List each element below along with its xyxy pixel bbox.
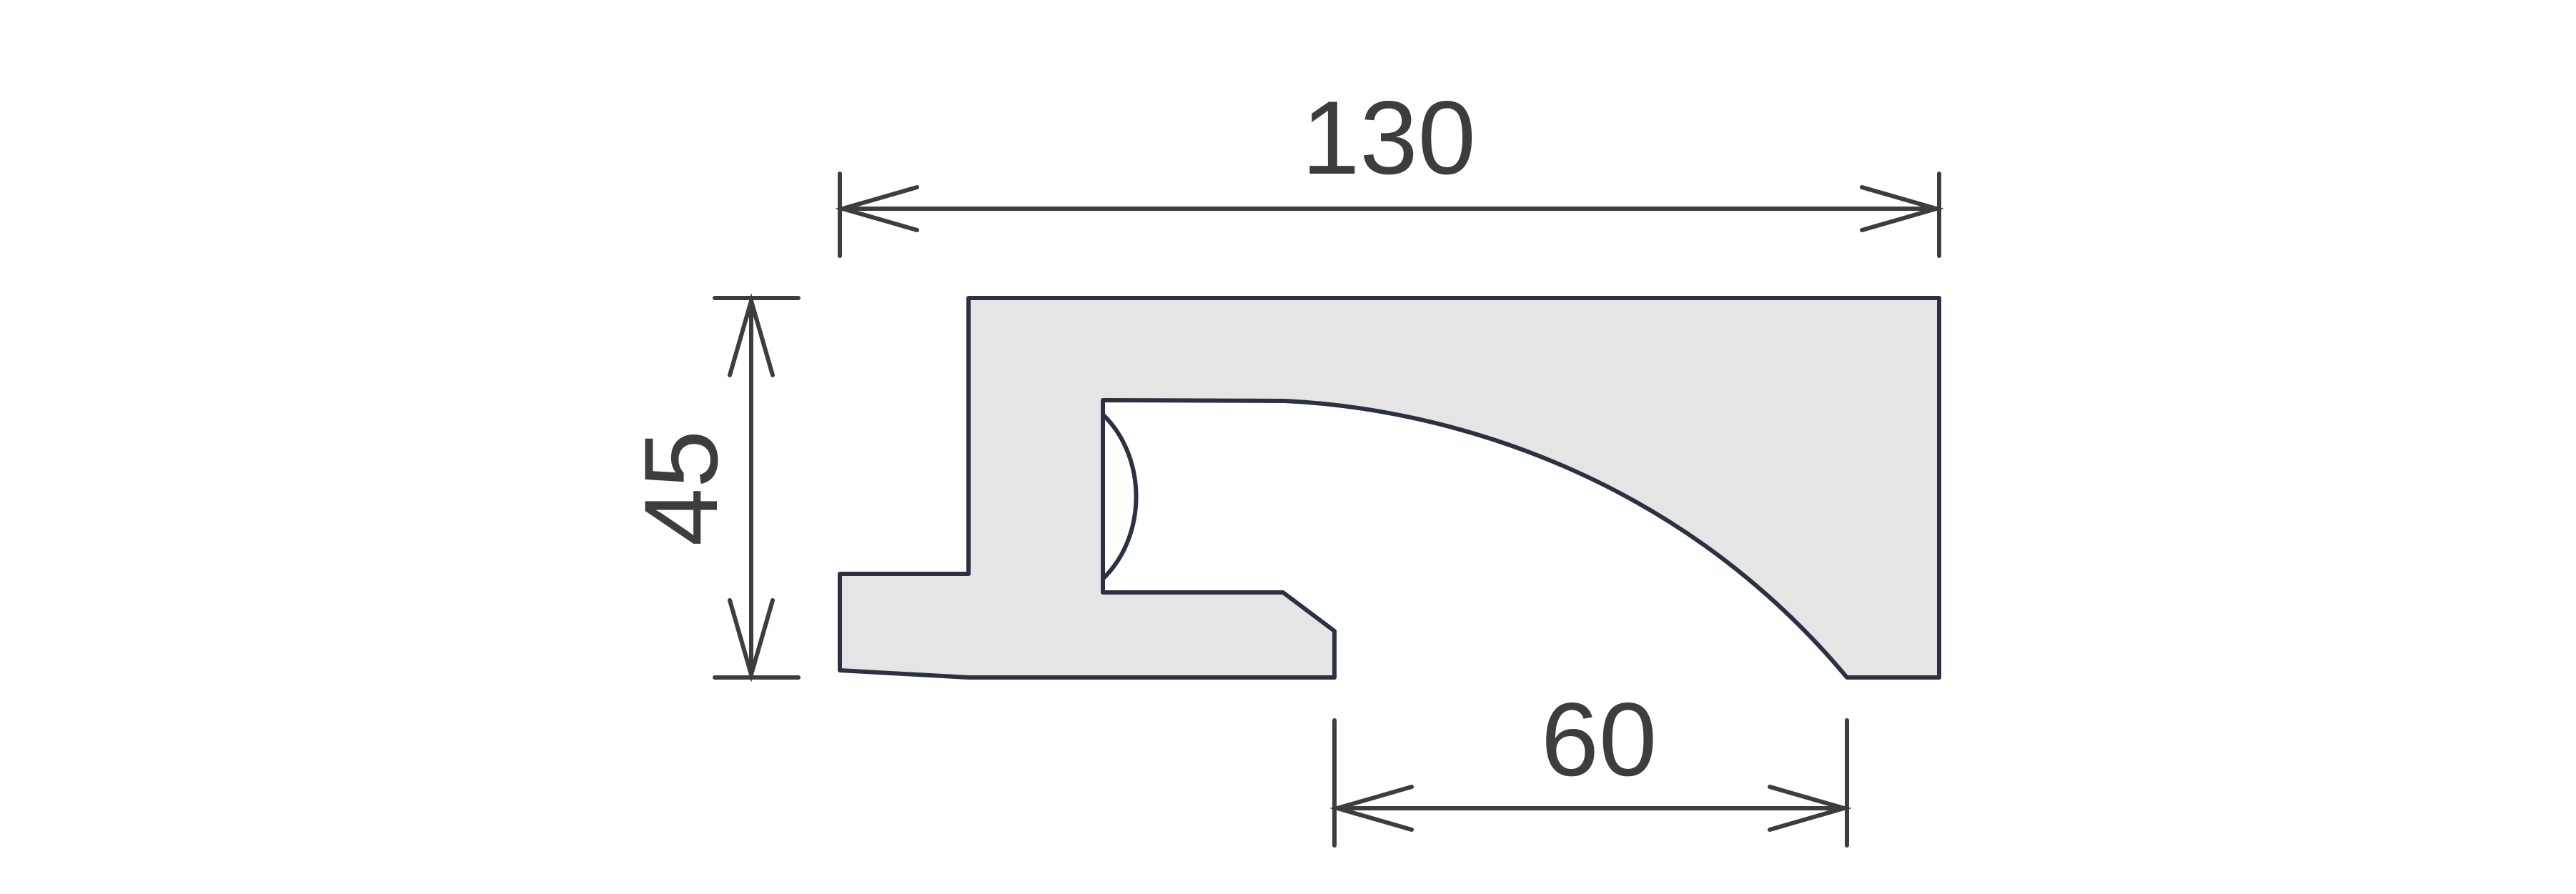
profile-body bbox=[838, 296, 1941, 680]
arrowhead-right bbox=[1768, 785, 1852, 832]
arrowhead-top bbox=[728, 293, 775, 377]
profile-cross-section bbox=[838, 296, 1941, 680]
arrowhead-left bbox=[1329, 785, 1414, 832]
arrowhead-left bbox=[835, 185, 919, 232]
dimension-label-opening: 60 bbox=[1541, 681, 1657, 798]
dimension-overall-height bbox=[713, 293, 801, 682]
arrowhead-right bbox=[1860, 185, 1944, 232]
dimension-label-width: 130 bbox=[1302, 79, 1476, 196]
dimension-overall-width bbox=[835, 172, 1944, 258]
dimension-bottom-opening bbox=[1329, 718, 1852, 848]
dimension-label-height: 45 bbox=[623, 430, 739, 546]
seal-groove-arc bbox=[1101, 412, 1139, 581]
arrowhead-bottom bbox=[728, 598, 775, 682]
